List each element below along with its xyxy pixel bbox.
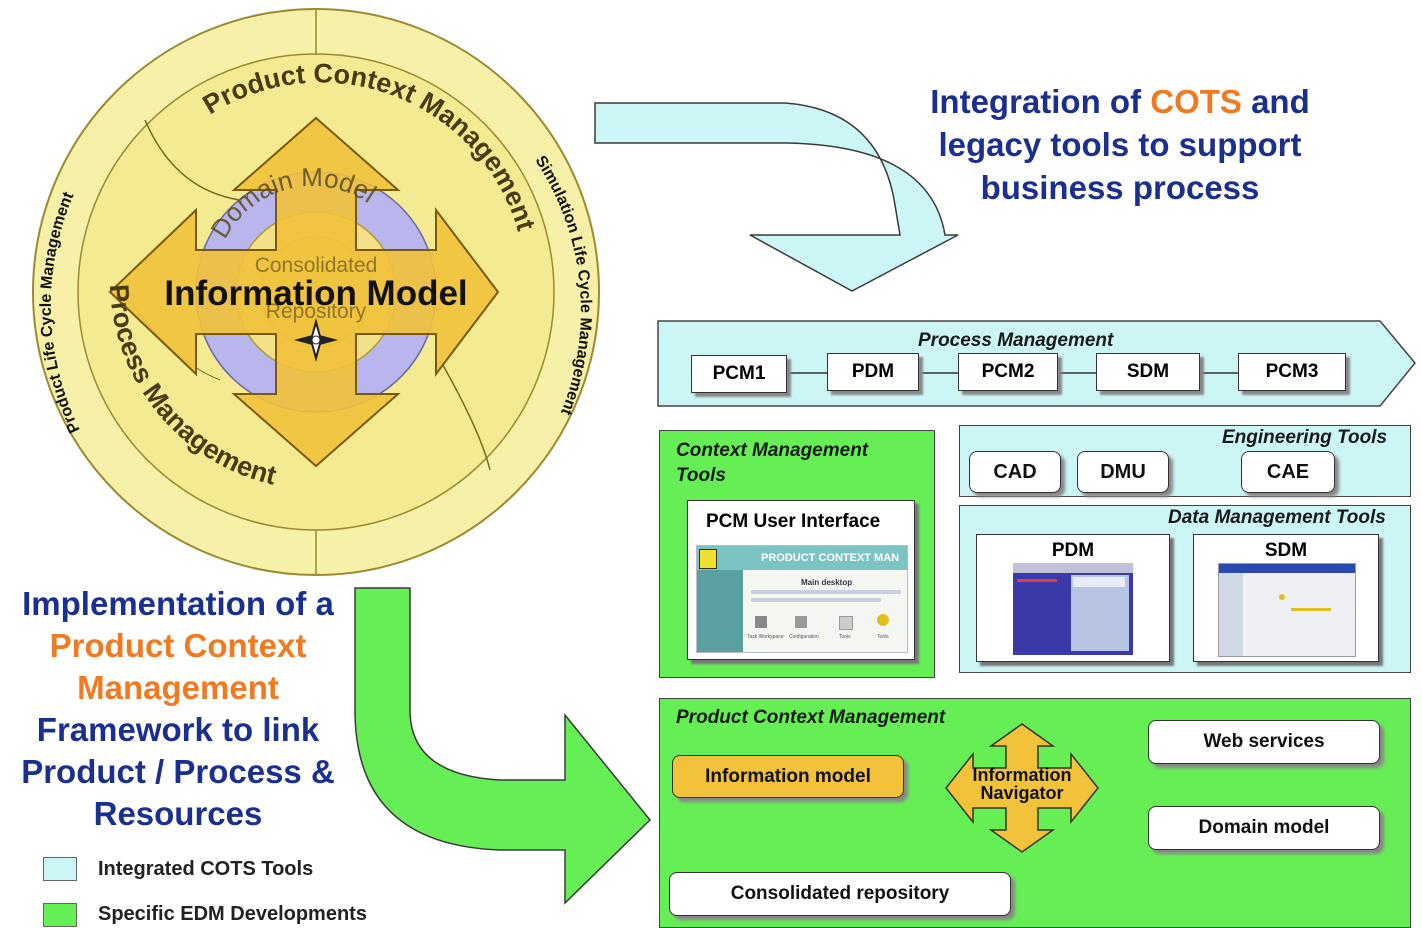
information-model-button[interactable]: Information model bbox=[672, 755, 904, 798]
web-services-button[interactable]: Web services bbox=[1148, 720, 1380, 764]
icon-label-config: Configuration bbox=[789, 634, 819, 640]
sdm-screenshot bbox=[1218, 563, 1356, 657]
pdm-tool-label: PDM bbox=[1051, 540, 1095, 561]
consolidated-repository-button[interactable]: Consolidated repository bbox=[669, 872, 1011, 916]
pcm1-node[interactable]: PCM1 bbox=[691, 355, 787, 393]
logo-icon bbox=[699, 549, 717, 569]
pcm-ui-screenshot: PRODUCT CONTEXT MAN Main desktop Task Wo… bbox=[696, 545, 908, 653]
context-tools-title: Context Management Tools bbox=[676, 440, 869, 486]
screenshot-subtitle: Main desktop bbox=[801, 578, 853, 587]
pcm-ui-title: PCM User Interface bbox=[706, 511, 881, 532]
cad-tool[interactable]: CAD bbox=[969, 451, 1061, 493]
information-navigator-label: Information Navigator bbox=[972, 765, 1072, 803]
four-way-arrow bbox=[108, 116, 500, 468]
config-icon bbox=[795, 616, 807, 628]
domain-model-button[interactable]: Domain model bbox=[1148, 806, 1380, 850]
information-model-circle: Product Context Management Process Manag… bbox=[32, 8, 600, 576]
cots-curved-arrow bbox=[594, 102, 959, 292]
process-management-title: Process Management bbox=[918, 330, 1114, 351]
pdm-tool-card[interactable]: PDM bbox=[976, 534, 1170, 662]
compass-rose-icon bbox=[294, 318, 338, 362]
icon-label-tools: Tools bbox=[839, 634, 851, 640]
dmu-tool[interactable]: DMU bbox=[1077, 451, 1169, 493]
pcm3-node[interactable]: PCM3 bbox=[1238, 353, 1346, 391]
pcm-panel-title: Product Context Management bbox=[676, 707, 946, 728]
icon-label-tools-2: Tools bbox=[877, 634, 889, 640]
data-management-title: Data Management Tools bbox=[1168, 507, 1386, 528]
task-icon bbox=[755, 616, 767, 628]
sdm-tool-label: SDM bbox=[1264, 540, 1308, 561]
headline-pcm: Implementation of a Product Context Mana… bbox=[21, 585, 335, 832]
legend-swatch-edm bbox=[43, 903, 77, 927]
sdm-tool-card[interactable]: SDM bbox=[1193, 534, 1379, 662]
pcm2-node[interactable]: PCM2 bbox=[958, 353, 1058, 391]
information-navigator-icon[interactable] bbox=[943, 722, 1101, 854]
legend-label-cots: Integrated COTS Tools bbox=[98, 858, 314, 880]
pdm-node[interactable]: PDM bbox=[827, 353, 919, 391]
legend-label-edm: Specific EDM Developments bbox=[98, 903, 367, 925]
cae-tool[interactable]: CAE bbox=[1241, 451, 1335, 493]
tools-alt-icon bbox=[877, 614, 889, 626]
information-model-center-label: Information Model bbox=[164, 274, 467, 313]
icon-label-task: Task Workspace bbox=[747, 634, 784, 640]
edm-curved-arrow bbox=[354, 587, 652, 905]
repository-line1: Consolidated bbox=[255, 254, 378, 277]
screenshot-header: PRODUCT CONTEXT MAN bbox=[761, 552, 900, 564]
repository-line2: Repository bbox=[266, 300, 367, 323]
pdm-screenshot bbox=[1013, 563, 1133, 655]
headline-cots: Integration of COTS and legacy tools to … bbox=[930, 83, 1310, 206]
pcm-user-interface-card[interactable]: PCM User Interface PRODUCT CONTEXT MAN M… bbox=[687, 500, 915, 660]
legend-swatch-cots bbox=[43, 857, 77, 881]
engineering-tools-title: Engineering Tools bbox=[1222, 427, 1388, 448]
tools-icon bbox=[839, 616, 853, 630]
sdm-node[interactable]: SDM bbox=[1096, 353, 1200, 391]
